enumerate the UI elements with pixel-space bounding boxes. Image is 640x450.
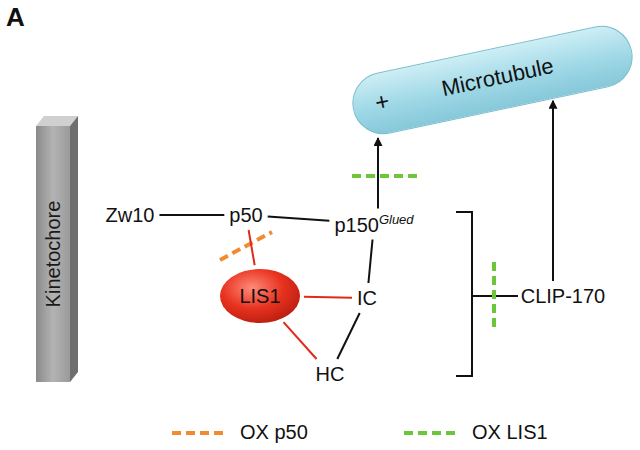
legend-sample [172,431,228,435]
node-text: p150 [334,214,379,236]
protein-label: p50 [227,203,264,227]
superscript: Glued [379,212,414,227]
panel-letter: A [6,2,25,33]
protein-label: Zw10 [104,203,157,227]
ox-lis1-mark [352,174,418,178]
connector [368,240,372,284]
connector [284,322,317,359]
node-text: IC [357,287,377,309]
node-text: p50 [229,204,262,226]
legend-sample [404,431,460,435]
connector [268,217,330,221]
node-text: CLIP-170 [521,285,606,307]
connector [159,214,224,216]
connector [377,138,379,209]
protein-label: CLIP-170 [519,284,608,308]
ox-p50-mark [220,232,272,260]
connector [337,313,359,359]
bracket [456,212,472,376]
protein-label: IC [355,286,379,310]
plus-end: + [372,88,391,117]
microtubule: + Microtubule [346,20,638,140]
connector [249,230,255,265]
connector [552,101,554,281]
ox-lis1-mark [492,262,496,330]
protein-label: HC [314,362,347,386]
legend-text: OX p50 [240,421,308,444]
node-text: Zw10 [106,204,155,226]
node-text: LIS1 [239,285,280,307]
protein-ellipse: LIS1 [219,268,301,324]
node-text: Microtubule [439,54,555,101]
node-text: HC [316,363,345,385]
protein-label: p150Glued [332,212,415,237]
connector [304,296,352,299]
node-text: Kinetochore [42,201,64,308]
legend-text: OX LIS1 [472,421,548,444]
kinetochore-bar: Kinetochore [36,116,78,382]
